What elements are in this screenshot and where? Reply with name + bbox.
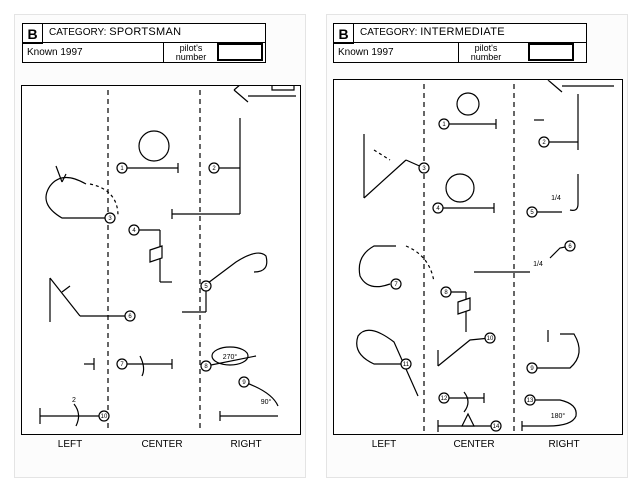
figure-10-diagonal: [437, 332, 496, 367]
pilot-label-line2: number: [175, 52, 207, 62]
figure-9-humpty: [526, 330, 580, 374]
figure-14-snap-roll: [437, 412, 502, 432]
figure-number: 5: [204, 284, 208, 290]
figure-number: 9: [242, 380, 246, 386]
figure-number: 8: [444, 290, 448, 296]
figure-number: 14: [493, 424, 500, 430]
figure-6-quarter-roll: [474, 240, 576, 273]
intermediate-sequence-diagram: 1 2 3 4 5 6 7 8 9 10 11 12 13 14 1/4 1/4…: [356, 80, 614, 432]
figure-number: 10: [487, 336, 494, 342]
intermediate-sheet: B CATEGORY: INTERMEDIATE Known 1997 pilo…: [326, 14, 628, 478]
figure-number: 4: [436, 206, 440, 212]
pilot-number-label: pilot's number: [169, 44, 213, 62]
figure-5-humpty: [182, 252, 268, 313]
figure-1-loop: [438, 92, 497, 130]
figure-number: 6: [568, 244, 572, 250]
figure-12-roll: [438, 391, 485, 413]
figure-number: 4: [132, 228, 136, 234]
figure-13-180-roll: [521, 394, 577, 431]
column-label-right: RIGHT: [230, 439, 262, 450]
category-field: CATEGORY: INTERMEDIATE: [360, 26, 505, 38]
column-label-center: CENTER: [141, 439, 183, 450]
figure-number: 3: [108, 216, 112, 222]
pilot-number-field[interactable]: [528, 43, 574, 61]
quarter-roll-note: 1/4: [551, 195, 561, 202]
figure-number: 7: [120, 362, 124, 368]
figure-number: 13: [527, 398, 534, 404]
column-label-left: LEFT: [371, 439, 397, 450]
pilot-label-line1: pilot's: [179, 43, 203, 53]
figure-7-half-loop: [358, 245, 435, 290]
intermediate-header: B CATEGORY: INTERMEDIATE Known 1997 pilo…: [333, 23, 587, 63]
known-year: Known 1997: [338, 47, 394, 58]
pilot-number-field[interactable]: [217, 43, 263, 61]
known-year: Known 1997: [27, 47, 83, 58]
figure-number: 1: [442, 122, 446, 128]
roll-note-270: 270°: [223, 353, 238, 361]
figure-11-half-loop: [356, 329, 419, 397]
figure-7-roll: [116, 355, 173, 377]
intermediate-sequence-frame: 1 2 3 4 5 6 7 8 9 10 11 12 13 14 1/4 1/4…: [333, 79, 623, 435]
pilot-label-line2: number: [470, 52, 502, 62]
figure-number: 10: [101, 414, 108, 420]
figure-2-vertical: [171, 118, 241, 219]
figure-6-diagonal: [49, 277, 136, 322]
category-label: CATEGORY:: [360, 27, 418, 38]
figure-number: 9: [530, 366, 534, 372]
figure-8-vertical-roll: [440, 286, 471, 332]
figure-number: 7: [394, 282, 398, 288]
header-divider: [334, 42, 586, 43]
category-value: INTERMEDIATE: [420, 26, 505, 38]
figure-9-90-roll: [219, 376, 279, 421]
figure-3-diagonal: [363, 134, 430, 199]
category-badge: B: [23, 24, 43, 44]
figure-3-half-loop: [45, 165, 119, 224]
sportsman-header: B CATEGORY: SPORTSMAN Known 1997 pilot's…: [22, 23, 266, 63]
figure-4-loop: [432, 173, 495, 214]
figure-number: 2: [212, 166, 216, 172]
category-value: SPORTSMAN: [109, 26, 182, 38]
figure-number: 6: [128, 314, 132, 320]
wind-direction-arrow: [547, 80, 614, 93]
wind-direction-arrow: [233, 86, 296, 103]
figure-number: 12: [441, 396, 448, 402]
figure-1-loop: [116, 130, 179, 174]
category-field: CATEGORY: SPORTSMAN: [49, 26, 181, 38]
quarter-roll-note: 1/4: [533, 261, 543, 268]
roll-count-note: 2: [72, 397, 76, 404]
column-label-right: RIGHT: [548, 439, 580, 450]
figure-number: 1: [120, 166, 124, 172]
header-separator: [163, 42, 164, 62]
pilot-label-line1: pilot's: [474, 43, 498, 53]
category-badge: B: [334, 24, 354, 44]
roll-note-180: 180°: [551, 412, 566, 420]
sportsman-sheet: B CATEGORY: SPORTSMAN Known 1997 pilot's…: [14, 14, 306, 478]
header-divider: [23, 42, 265, 43]
roll-note-90: 90°: [261, 398, 272, 406]
sportsman-sequence-frame: 1 2 3 4 5 6 7 8 9 10 270° 90° 2: [21, 85, 301, 435]
category-label: CATEGORY:: [49, 27, 107, 38]
column-label-center: CENTER: [453, 439, 495, 450]
sportsman-sequence-diagram: 1 2 3 4 5 6 7 8 9 10 270° 90° 2: [39, 86, 296, 432]
figure-4-vertical-roll: [128, 224, 172, 283]
header-separator: [458, 42, 459, 62]
figure-number: 2: [542, 140, 546, 146]
figure-10-point-roll: [39, 403, 110, 427]
figure-number: 11: [403, 362, 410, 368]
figure-8-270-roll: [200, 346, 257, 372]
figure-number: 5: [530, 210, 534, 216]
pilot-number-label: pilot's number: [464, 44, 508, 62]
figure-5-quarter-roll: [526, 174, 579, 218]
column-label-left: LEFT: [57, 439, 83, 450]
figure-number: 8: [204, 364, 208, 370]
figure-number: 3: [422, 166, 426, 172]
figure-2-vertical: [534, 94, 579, 150]
